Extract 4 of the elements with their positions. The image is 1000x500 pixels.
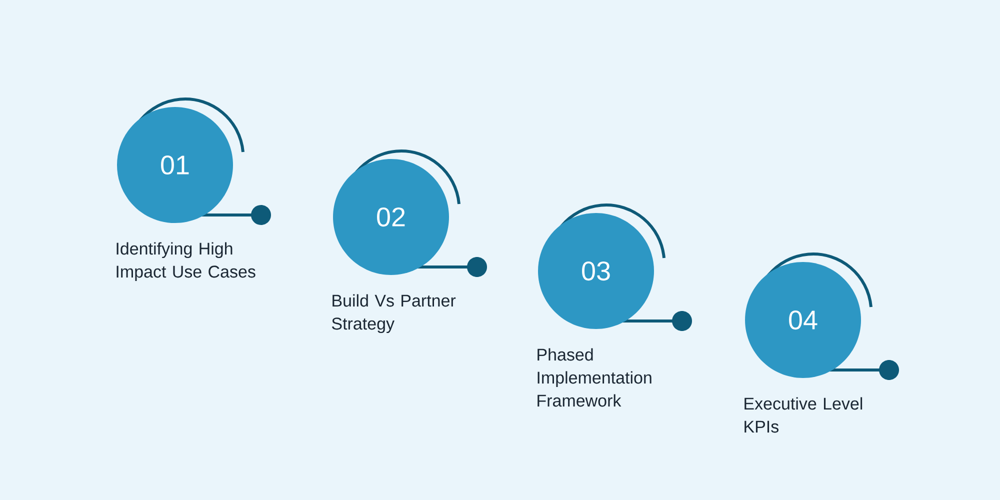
step-label: Build Vs Partner Strategy xyxy=(332,294,456,334)
step-label: Phased Implementation Framework xyxy=(538,348,652,407)
step-label: Executive Level KPIs xyxy=(744,397,862,433)
step-label: Identifying High Impact Use Cases xyxy=(116,242,256,282)
